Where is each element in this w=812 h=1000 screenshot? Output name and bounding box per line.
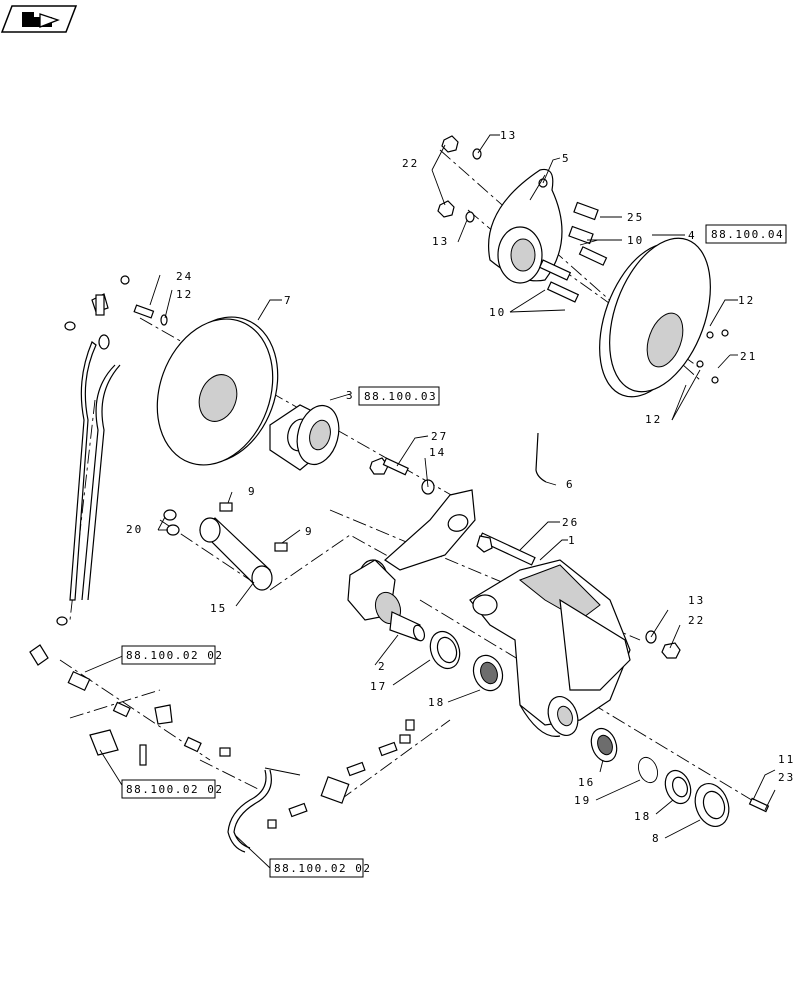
callout-17: 17 bbox=[370, 680, 387, 693]
callout-8: 8 bbox=[652, 832, 661, 845]
nut-13-22-right bbox=[645, 630, 681, 659]
brake-disc-4 bbox=[599, 237, 711, 398]
bolt-25 bbox=[568, 201, 599, 245]
ref-label[interactable]: 88.100.02 02 bbox=[126, 649, 223, 662]
callout-20: 20 bbox=[126, 523, 143, 536]
callout-9a: 9 bbox=[248, 485, 257, 498]
callout-6: 6 bbox=[566, 478, 575, 491]
studs-10 bbox=[538, 246, 608, 303]
callout-12c: 12 bbox=[176, 288, 193, 301]
bolt-27 bbox=[369, 457, 435, 495]
ref-box-88-100-02-02-upper[interactable]: 88.100.02 02 bbox=[121, 645, 223, 665]
callout-13a: 13 bbox=[500, 129, 517, 142]
caliper-bracket bbox=[488, 168, 563, 284]
nuts-13-22 bbox=[437, 135, 729, 384]
callout-18a: 18 bbox=[428, 696, 445, 709]
leader-lines bbox=[84, 134, 776, 869]
bolt-24 bbox=[133, 304, 168, 326]
callout-1: 1 bbox=[568, 534, 577, 547]
callout-2: 2 bbox=[378, 660, 387, 673]
callout-9b: 9 bbox=[305, 525, 314, 538]
hub-3 bbox=[269, 404, 340, 471]
brake-lever bbox=[347, 489, 476, 642]
callout-7: 7 bbox=[284, 294, 293, 307]
screw-23 bbox=[748, 797, 770, 813]
ref-label[interactable]: 88.100.03 bbox=[364, 390, 437, 403]
callout-21: 21 bbox=[740, 350, 757, 363]
callout-5: 5 bbox=[562, 152, 571, 165]
callout-16: 16 bbox=[578, 776, 595, 789]
callout-10a: 10 bbox=[627, 234, 644, 247]
ref-box-88-100-03[interactable]: 88.100.03 bbox=[358, 386, 440, 406]
callout-11: 11 bbox=[778, 753, 795, 766]
callout-18b: 18 bbox=[634, 810, 651, 823]
axle-housing-1 bbox=[469, 559, 631, 737]
snap-ring-19 bbox=[637, 756, 659, 784]
callout-24: 24 bbox=[176, 270, 193, 283]
bearing-18a bbox=[472, 654, 504, 692]
ref-label[interactable]: 88.100.02 02 bbox=[274, 862, 371, 875]
ref-box-88-100-04[interactable]: 88.100.04 bbox=[705, 224, 787, 244]
callout-4: 4 bbox=[688, 229, 697, 242]
callout-12b: 12 bbox=[645, 413, 662, 426]
callout-numbers: 13 22 13 5 25 10 10 4 12 21 12 24 12 7 3… bbox=[126, 129, 795, 845]
cap-8 bbox=[694, 783, 730, 827]
callout-22b: 22 bbox=[688, 614, 705, 627]
pivot-shaft-15 bbox=[163, 502, 288, 591]
callout-19: 19 bbox=[574, 794, 591, 807]
callout-27: 27 bbox=[431, 430, 448, 443]
bearing-16 bbox=[590, 727, 618, 763]
ref-label[interactable]: 88.100.02 02 bbox=[126, 783, 223, 796]
callout-13c: 13 bbox=[688, 594, 705, 607]
callout-25: 25 bbox=[627, 211, 644, 224]
callout-22a: 22 bbox=[402, 157, 419, 170]
callout-3: 3 bbox=[346, 389, 355, 402]
callout-10b: 10 bbox=[489, 306, 506, 319]
callout-14: 14 bbox=[429, 446, 446, 459]
hydraulic-line bbox=[29, 275, 130, 666]
bearing-18b bbox=[664, 769, 692, 805]
brake-disc-7 bbox=[156, 316, 279, 466]
lower-hose-assembly bbox=[67, 670, 415, 853]
callout-12a: 12 bbox=[738, 294, 755, 307]
bolt-26 bbox=[476, 532, 536, 566]
seal-17 bbox=[429, 630, 461, 670]
callout-23: 23 bbox=[778, 771, 795, 784]
ref-box-88-100-02-02-middle[interactable]: 88.100.02 02 bbox=[121, 779, 223, 799]
callout-15: 15 bbox=[210, 602, 227, 615]
ref-label[interactable]: 88.100.04 bbox=[711, 228, 784, 241]
callout-13b: 13 bbox=[432, 235, 449, 248]
ref-box-88-100-02-02-lower[interactable]: 88.100.02 02 bbox=[269, 858, 371, 878]
clip-6 bbox=[535, 432, 547, 483]
arrow-folder-icon[interactable] bbox=[0, 5, 78, 33]
callout-26: 26 bbox=[562, 516, 579, 529]
